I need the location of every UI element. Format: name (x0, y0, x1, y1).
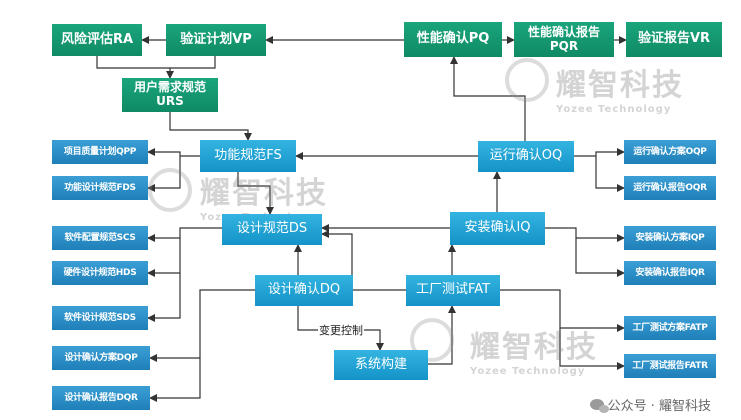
arrow-dq-dqp (149, 289, 255, 362)
doc-dqp[interactable]: 设计确认方案DQP (52, 346, 150, 370)
node-pqr-label: 性能确认报告 PQR (527, 24, 600, 53)
arrow-oq-oqp (574, 148, 625, 157)
arrow-build-fat (428, 305, 456, 365)
arrow-ds-hds (147, 238, 181, 277)
node-fat[interactable]: 工厂测试FAT (406, 275, 500, 306)
doc-oqr[interactable]: 运行确认报告OQR (624, 176, 716, 200)
arrow-oq-oqr (595, 156, 625, 192)
arrow-fat-ds (321, 230, 406, 291)
node-oq[interactable]: 运行确认OQ (478, 141, 574, 172)
arrow-fs-ds (237, 172, 274, 215)
arrow-urs-fs (169, 112, 252, 141)
doc-sds[interactable]: 软件设计规范SDS (52, 306, 148, 330)
watermark-logo (505, 58, 549, 102)
doc-scs[interactable]: 软件配置规范SCS (52, 226, 148, 250)
footer: 公众号 · 耀智科技 (589, 395, 711, 414)
doc-hds[interactable]: 硬件设计规范HDS (52, 261, 148, 285)
node-iq[interactable]: 安装确认IQ (450, 212, 545, 245)
node-vp[interactable]: 验证计划VP (166, 24, 266, 56)
watermark-logo (148, 168, 192, 212)
node-pqr[interactable]: 性能确认报告 PQR (514, 22, 614, 57)
node-ds[interactable]: 设计规范DS (222, 214, 322, 245)
node-fs[interactable]: 功能规范FS (200, 140, 296, 172)
arrow-ra-urs (96, 56, 174, 79)
arrow-iq-iqr (575, 238, 625, 277)
arrow-dq-dqr (149, 358, 201, 402)
node-dq[interactable]: 设计确认DQ (255, 275, 353, 306)
doc-iqp[interactable]: 安装确认方案IQP (624, 226, 716, 250)
arrow-iq-iqp (545, 227, 625, 242)
node-pq[interactable]: 性能确认PQ (404, 22, 502, 57)
arrow-fat-fatp (500, 289, 625, 332)
arrow-vp-urs (170, 56, 216, 69)
doc-iqr[interactable]: 安装确认报告IQR (624, 261, 716, 285)
doc-fatp[interactable]: 工厂测试方案FATP (624, 316, 716, 340)
footer-text: 公众号 · 耀智科技 (607, 399, 711, 414)
node-vr[interactable]: 验证报告VR (626, 22, 722, 57)
doc-dqr[interactable]: 设计确认报告DQR (52, 386, 150, 410)
doc-oqp[interactable]: 运行确认方案OQP (624, 140, 716, 164)
doc-fds[interactable]: 功能设计规范FDS (52, 176, 148, 200)
arrow-ds-scs (147, 227, 222, 242)
node-urs-label: 用户需求规范 URS (133, 80, 206, 108)
wechat-icon (589, 399, 609, 413)
node-ra[interactable]: 风险评估RA (52, 24, 142, 56)
watermark-logo (410, 318, 454, 362)
label-change-control: 变更控制 (318, 322, 364, 338)
node-urs[interactable]: 用户需求规范 URS (122, 78, 218, 112)
arrow-ds-sds (147, 273, 181, 322)
arrow-oq-pq (450, 56, 526, 141)
doc-fatr[interactable]: 工厂测试报告FATR (624, 354, 716, 378)
doc-qpp[interactable]: 项目质量计划QPP (52, 140, 148, 164)
arrow-fat-fatr (559, 328, 625, 370)
node-build[interactable]: 系统构建 (334, 350, 428, 380)
arrow-fs-qpp (147, 148, 200, 157)
